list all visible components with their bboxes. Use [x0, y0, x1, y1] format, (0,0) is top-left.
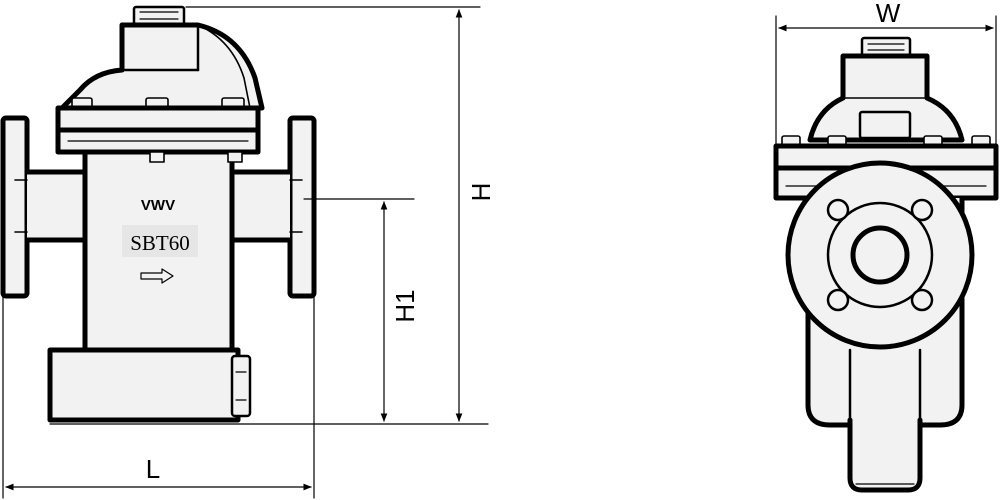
side-top-plug [860, 36, 912, 58]
brand-label: VWV [141, 197, 175, 214]
side-view: W [773, 0, 999, 493]
front-bonnet-flange [55, 105, 261, 155]
side-pipe-flange [785, 160, 975, 350]
front-lower-housing [47, 347, 252, 423]
front-bonnet [59, 22, 265, 111]
dimension-height: H [49, 6, 496, 425]
front-outlet-flange [229, 115, 317, 299]
front-view: VWV SBT60 L H H1 [0, 5, 496, 499]
dimension-height-label: H [466, 183, 496, 202]
dimension-center-height-label: H1 [390, 289, 420, 322]
side-bonnet [781, 53, 991, 147]
model-label: SBT60 [130, 231, 190, 255]
dimension-width-label: W [876, 0, 901, 28]
dimension-width: W [775, 0, 997, 145]
dimension-center-height: H1 [303, 198, 420, 422]
dimension-length: L [2, 295, 315, 499]
front-top-plug [132, 5, 186, 27]
dimension-length-label: L [146, 454, 160, 484]
model-label-background [122, 225, 198, 257]
side-drain-outlet [847, 417, 923, 493]
flow-direction-arrow-icon [140, 268, 174, 284]
front-body-markings: VWV SBT60 [122, 197, 198, 284]
